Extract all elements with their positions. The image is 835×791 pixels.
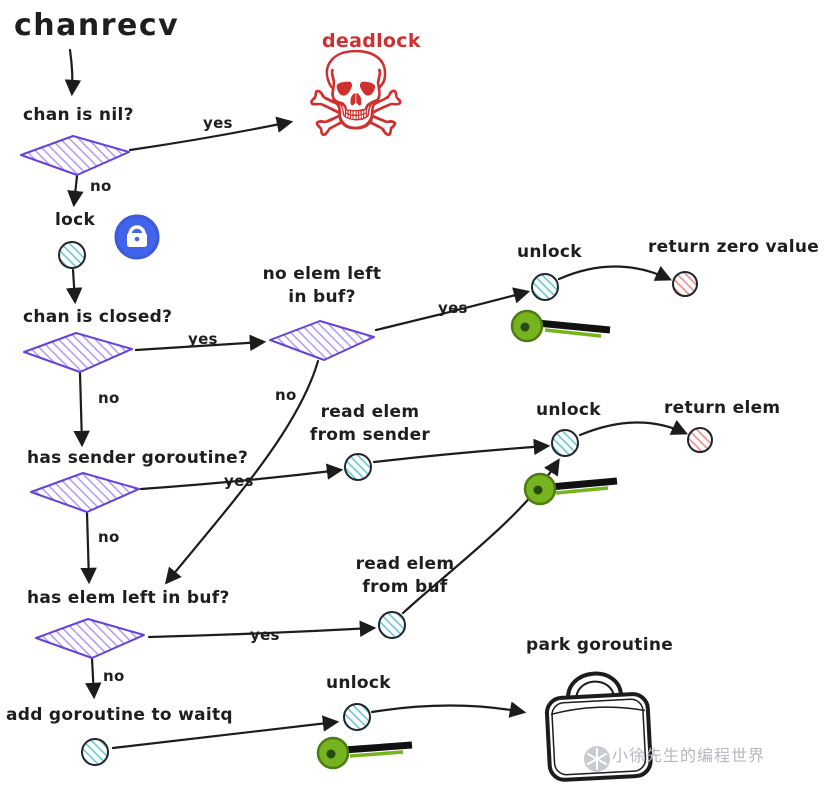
edges-group xyxy=(64,48,688,750)
node-label-read-elem-buf-line1: read elem xyxy=(355,554,455,574)
watermark-logo-icon xyxy=(584,746,610,772)
edge-label-no-nil-lock: no xyxy=(90,177,112,195)
edge-unlock-bottom-to-park xyxy=(370,701,527,718)
node-label-return-elem: return elem xyxy=(664,398,781,418)
edge-label-no-haselem-addg: no xyxy=(103,667,125,685)
edge-unlock-top-to-return-zero xyxy=(557,265,672,281)
padlock-sketch-icon xyxy=(544,671,653,782)
node-label-chan-is-closed: chan is closed? xyxy=(23,307,173,327)
diamond-no-elem-left xyxy=(269,320,375,361)
node-label-no-elem-left-line1: no elem left xyxy=(262,264,382,284)
node-label-read-elem-sender-line2: from sender xyxy=(309,424,431,445)
circle-return-elem xyxy=(687,427,713,453)
node-label-read-elem-buf-line2: from buf xyxy=(362,576,448,597)
watermark: 小徐先生的编程世界 xyxy=(576,742,765,766)
circle-unlock-top xyxy=(531,273,559,301)
edge-label-no-closed-sender: no xyxy=(98,389,120,407)
diamond-chan-is-nil xyxy=(20,135,130,176)
circle-read-from-sender xyxy=(344,453,372,481)
node-label-chan-is-nil: chan is nil? xyxy=(23,105,134,125)
edge-closed-to-bufq xyxy=(134,334,267,352)
state-circles-group xyxy=(58,241,713,766)
node-label-read-elem-from-sender: read elem from sender xyxy=(300,401,440,447)
edge-title-to-nil xyxy=(64,48,82,97)
circle-unlock-mid xyxy=(551,429,579,457)
node-label-lock: lock xyxy=(55,210,96,230)
circle-read-from-buf xyxy=(378,611,406,639)
node-label-has-sender-goroutine: has sender goroutine? xyxy=(27,448,249,468)
edge-sender-to-has-elem xyxy=(80,511,97,585)
green-key-icon-bottom xyxy=(316,736,413,770)
edge-has-elem-to-add-goroutine xyxy=(85,657,102,700)
node-label-read-elem-sender-line1: read elem xyxy=(320,402,420,422)
edge-add-goroutine-to-unlock-bottom xyxy=(111,715,340,750)
edge-sender-to-read-sender xyxy=(139,463,344,491)
circle-add-goroutine xyxy=(81,738,109,766)
edge-label-yes-nil-deadlock: yes xyxy=(203,114,233,132)
edge-nil-to-deadlock xyxy=(128,116,294,152)
node-label-no-elem-left-in-buf: no elem left in buf? xyxy=(256,263,388,309)
edge-label-no-bufq-haselem: no xyxy=(275,386,297,404)
edge-unlock-mid-to-return-elem xyxy=(578,419,688,437)
diamond-has-elem-left xyxy=(35,618,145,659)
circle-unlock-bottom xyxy=(343,703,371,731)
node-label-unlock-top: unlock xyxy=(517,242,582,262)
edge-label-yes-sender-read: yes xyxy=(224,472,254,490)
node-label-deadlock: deadlock xyxy=(322,30,421,52)
node-label-no-elem-left-line2: in buf? xyxy=(288,286,356,307)
node-label-add-goroutine-to-waitq: add goroutine to waitq xyxy=(6,705,233,725)
edge-nil-to-lock xyxy=(67,174,84,208)
page-title: chanrecv xyxy=(14,8,180,43)
green-key-icon-top xyxy=(510,309,611,343)
node-label-park-goroutine: park goroutine xyxy=(526,635,674,655)
edge-lock-to-closed xyxy=(65,268,83,305)
circle-return-zero-value xyxy=(672,271,698,297)
edge-closed-to-sender xyxy=(73,371,90,448)
circle-lock-step xyxy=(58,241,86,269)
diamond-chan-is-closed xyxy=(23,332,133,373)
diamonds-group xyxy=(20,135,375,659)
node-label-read-elem-from-buf: read elem from buf xyxy=(350,553,460,599)
node-label-return-zero-value: return zero value xyxy=(648,237,820,257)
edge-bufq-no-to-has-elem xyxy=(164,359,320,585)
node-label-unlock-mid: unlock xyxy=(536,400,601,420)
node-label-has-elem-left-in-buf: has elem left in buf? xyxy=(27,588,230,608)
green-key-icon-mid xyxy=(523,472,618,506)
edge-read-sender-to-unlock-mid xyxy=(372,438,551,464)
edge-label-yes-haselem-readbuf: yes xyxy=(250,626,280,644)
edge-label-yes-closed-bufq: yes xyxy=(188,330,218,348)
edge-has-elem-to-read-buf xyxy=(147,620,377,639)
edge-bufq-to-unlock-top xyxy=(374,287,531,332)
blue-lock-icon xyxy=(114,214,160,260)
skull-crossbones-icon: ☠ xyxy=(303,26,409,164)
node-label-unlock-bottom: unlock xyxy=(326,673,391,693)
edge-label-yes-bufq-unlock: yes xyxy=(438,299,468,317)
edge-label-no-sender-haselem: no xyxy=(98,528,120,546)
watermark-text: 小徐先生的编程世界 xyxy=(612,746,766,765)
diamond-has-sender xyxy=(30,472,140,513)
